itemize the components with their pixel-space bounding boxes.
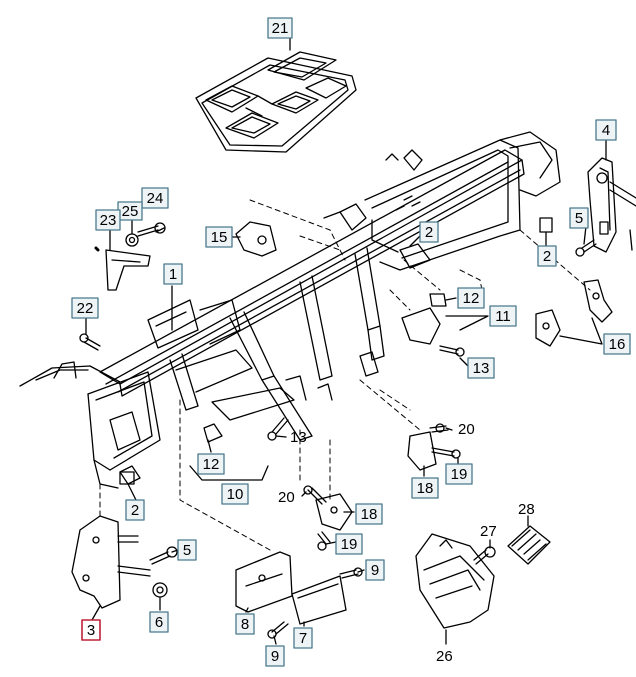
svg-text:7: 7 [299, 630, 307, 647]
callout-6: 6 [149, 611, 169, 633]
callout-5-lower: 5 [177, 539, 197, 561]
part-fasteners [71, 217, 597, 639]
svg-text:18: 18 [361, 506, 378, 523]
callout-24: 24 [141, 187, 169, 209]
callout-4: 4 [595, 119, 617, 141]
svg-text:20: 20 [278, 489, 295, 506]
svg-text:22: 22 [77, 300, 94, 317]
callout-25: 25 [117, 201, 143, 221]
svg-text:27: 27 [480, 523, 497, 540]
svg-text:24: 24 [147, 190, 164, 207]
callout-3-highlighted: 3 [81, 619, 101, 641]
callout-28: 28 [518, 501, 535, 518]
svg-text:3: 3 [87, 622, 95, 639]
svg-text:6: 6 [155, 614, 163, 631]
part-side-bracket [587, 157, 636, 253]
callout-1: 1 [163, 263, 183, 285]
svg-text:23: 23 [100, 212, 117, 229]
callout-10: 10 [221, 483, 249, 505]
callout-8: 8 [235, 613, 255, 635]
callout-13-boxed: 13 [467, 357, 495, 379]
callout-7: 7 [293, 627, 313, 649]
callout-11: 11 [489, 305, 517, 327]
svg-text:5: 5 [575, 210, 583, 227]
svg-text:12: 12 [203, 456, 220, 473]
svg-text:13: 13 [290, 429, 307, 446]
callout-2-lower: 2 [125, 499, 145, 521]
callout-9-upper: 9 [365, 559, 385, 581]
svg-text:28: 28 [518, 501, 535, 518]
svg-text:4: 4 [602, 122, 610, 139]
callout-18-lower: 18 [355, 503, 383, 525]
callout-2-right: 2 [537, 245, 557, 267]
svg-text:25: 25 [122, 203, 139, 220]
callout-15: 15 [205, 226, 233, 248]
callout-2-upper: 2 [419, 221, 439, 243]
callout-20-lower: 20 [278, 489, 295, 506]
svg-text:10: 10 [227, 486, 244, 503]
callout-27: 27 [480, 523, 497, 540]
callout-19-right: 19 [445, 463, 473, 485]
svg-text:2: 2 [543, 248, 551, 265]
part-air-vent-grille [195, 51, 357, 153]
svg-text:9: 9 [271, 648, 279, 665]
svg-text:13: 13 [473, 360, 490, 377]
svg-text:12: 12 [463, 290, 480, 307]
svg-text:2: 2 [425, 224, 433, 241]
svg-text:18: 18 [417, 480, 434, 497]
svg-text:16: 16 [609, 336, 626, 353]
callout-22: 22 [71, 297, 99, 319]
svg-text:11: 11 [495, 308, 511, 325]
svg-text:20: 20 [458, 421, 475, 438]
callout-26: 26 [436, 648, 453, 665]
callout-18-right: 18 [411, 477, 439, 499]
svg-text:5: 5 [183, 542, 191, 559]
callout-21: 21 [267, 17, 293, 39]
part-bracket-16 [535, 279, 613, 347]
callout-9-lower: 9 [265, 645, 285, 667]
svg-text:15: 15 [211, 229, 228, 246]
svg-text:1: 1 [169, 266, 177, 283]
svg-text:26: 26 [436, 648, 453, 665]
callout-20-right: 20 [458, 421, 475, 438]
callout-12-lower: 12 [197, 453, 225, 475]
callout-23: 23 [95, 209, 121, 231]
callout-13-plain: 13 [290, 429, 307, 446]
svg-text:19: 19 [341, 536, 358, 553]
svg-text:9: 9 [371, 562, 379, 579]
svg-text:2: 2 [131, 502, 139, 519]
svg-text:19: 19 [451, 466, 468, 483]
part-cross-member [19, 131, 561, 489]
callout-12-upper: 12 [457, 287, 485, 309]
callout-16: 16 [603, 333, 631, 355]
svg-text:21: 21 [272, 20, 289, 37]
callout-5-upper: 5 [569, 207, 589, 229]
svg-text:8: 8 [241, 616, 249, 633]
callout-19-lower: 19 [335, 533, 363, 555]
